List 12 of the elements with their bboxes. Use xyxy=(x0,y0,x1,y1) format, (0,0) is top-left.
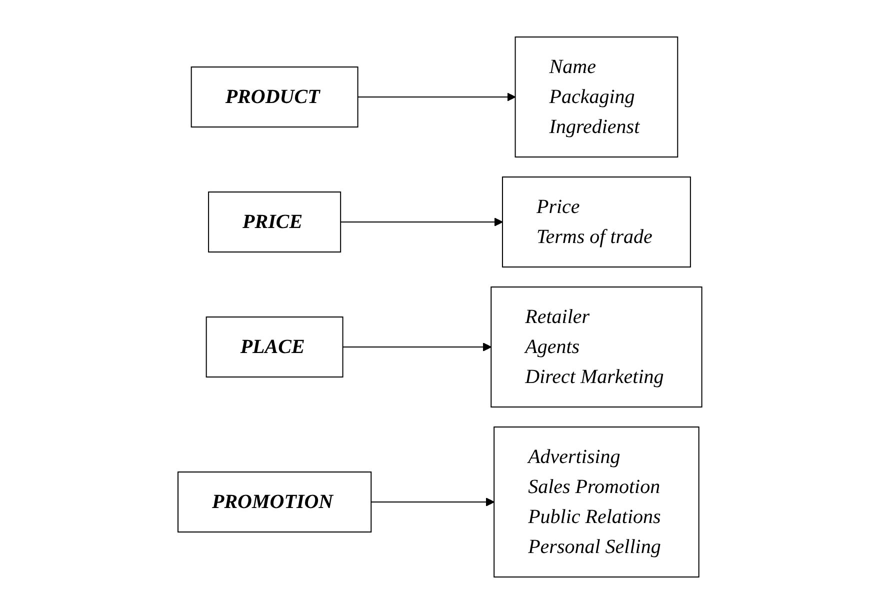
arrow xyxy=(342,342,492,352)
node-box: PROMOTION xyxy=(177,472,372,532)
node-box: Price Terms of trade xyxy=(502,176,691,268)
arrow xyxy=(370,498,494,506)
node-box: PLACE xyxy=(205,316,343,378)
node-box: Name Packaging Ingredienst xyxy=(514,36,678,158)
node-box: Advertising Sales Promotion Public Relations Personal Selling xyxy=(493,426,699,578)
node-box: PRODUCT xyxy=(190,66,358,128)
node-box: PRICE xyxy=(208,192,341,252)
arrow xyxy=(340,218,502,226)
node-box: Retailer Agents Direct Marketing xyxy=(490,286,702,408)
arrow xyxy=(356,92,516,102)
